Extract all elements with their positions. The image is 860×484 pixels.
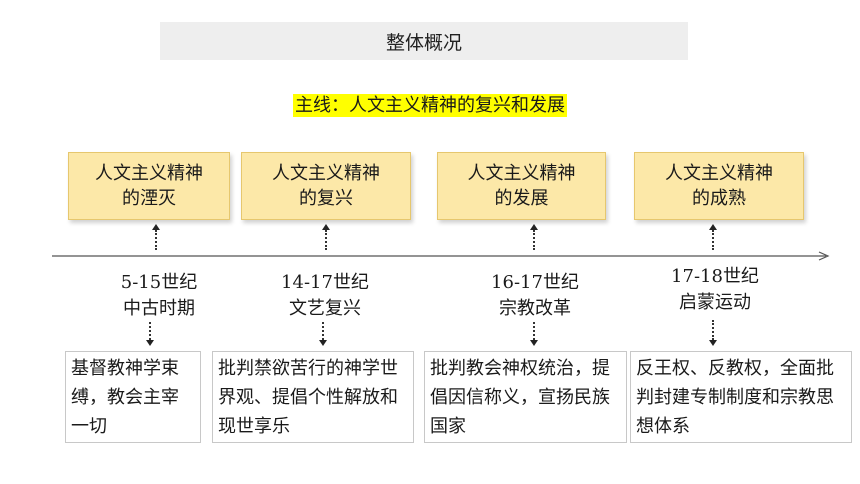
- connector-dots: [149, 322, 151, 340]
- arrow-down-icon: [319, 340, 327, 346]
- period-3-years: 16-17世纪: [491, 272, 579, 293]
- connector-dots: [533, 322, 535, 340]
- stage-3-line2: 的发展: [494, 188, 549, 209]
- period-2-years: 14-17世纪: [281, 272, 369, 293]
- period-label-2: 14-17世纪 文艺复兴: [250, 270, 400, 322]
- page-title: 整体概况: [160, 22, 688, 60]
- connector-dots: [533, 230, 535, 250]
- stage-box-1: 人文主义精神 的湮灭: [68, 152, 230, 220]
- description-box-3: 批判教会神权统治，提倡因信称义，宣扬民族国家: [424, 351, 627, 443]
- connector-dots: [712, 320, 714, 340]
- description-box-1: 基督教神学束缚，教会主宰一切: [65, 351, 201, 443]
- stage-box-3: 人文主义精神 的发展: [437, 152, 606, 220]
- period-4-name: 启蒙运动: [679, 292, 751, 313]
- arrow-up-icon: [152, 224, 160, 230]
- stage-4-line1: 人文主义精神: [665, 163, 773, 184]
- description-box-2: 批判禁欲苦行的神学世界观、提倡个性解放和现世享乐: [212, 351, 414, 443]
- stage-box-2: 人文主义精神 的复兴: [241, 152, 411, 220]
- connector-dots: [325, 230, 327, 250]
- period-label-4: 17-18世纪 启蒙运动: [640, 264, 790, 316]
- mainline-text: 主线：人文主义精神的复兴和发展: [293, 94, 567, 117]
- period-3-name: 宗教改革: [499, 298, 571, 319]
- period-1-name: 中古时期: [123, 298, 195, 319]
- connector-dots: [322, 322, 324, 340]
- period-1-years: 5-15世纪: [120, 272, 198, 293]
- mainline: 主线：人文主义精神的复兴和发展: [0, 91, 860, 117]
- period-2-name: 文艺复兴: [289, 298, 361, 319]
- stage-1-line2: 的湮灭: [122, 188, 176, 209]
- stage-1-line1: 人文主义精神: [95, 163, 203, 184]
- connector-dots: [712, 230, 714, 250]
- stage-3-line1: 人文主义精神: [467, 163, 576, 184]
- description-box-4: 反王权、反教权，全面批判封建专制制度和宗教思想体系: [630, 351, 852, 443]
- stage-box-4: 人文主义精神 的成熟: [634, 152, 804, 220]
- axis-arrow-icon: [818, 251, 830, 261]
- arrow-up-icon: [709, 224, 717, 230]
- arrow-up-icon: [322, 224, 330, 230]
- arrow-down-icon: [530, 340, 538, 346]
- timeline-axis: [52, 251, 830, 261]
- arrow-up-icon: [530, 224, 538, 230]
- stage-2-line1: 人文主义精神: [272, 163, 380, 184]
- period-label-3: 16-17世纪 宗教改革: [460, 270, 610, 322]
- arrow-down-icon: [709, 340, 717, 346]
- period-label-1: 5-15世纪 中古时期: [84, 270, 234, 322]
- period-4-years: 17-18世纪: [671, 266, 759, 287]
- arrow-down-icon: [146, 340, 154, 346]
- stage-2-line2: 的复兴: [299, 188, 353, 209]
- stage-4-line2: 的成熟: [692, 188, 746, 209]
- connector-dots: [155, 230, 157, 250]
